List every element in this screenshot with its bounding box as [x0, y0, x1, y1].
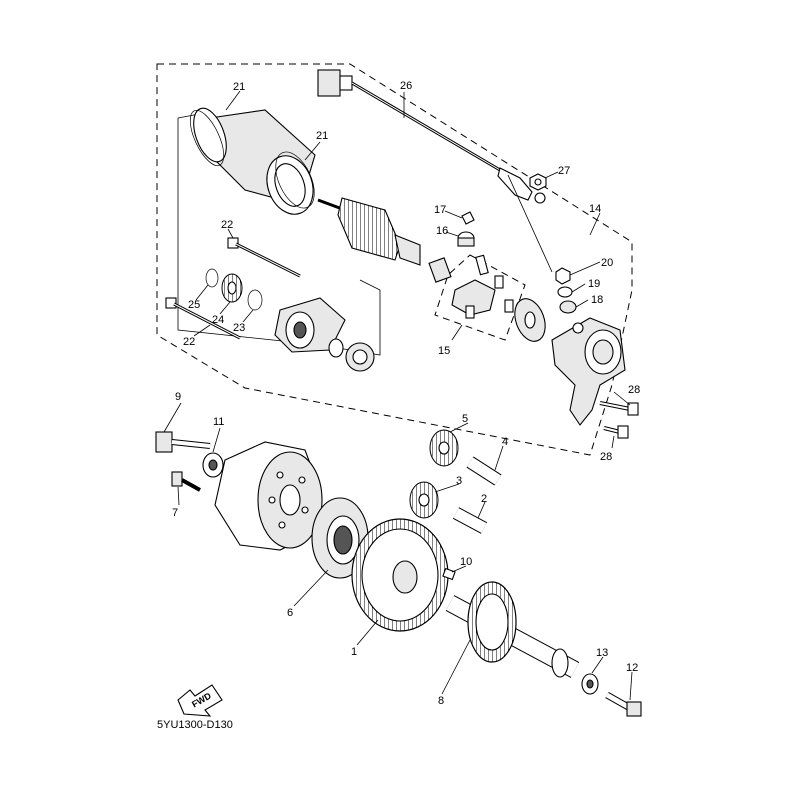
starter-assembly-boundary [156, 63, 633, 456]
label-21a: 21 [233, 81, 245, 93]
drive-shaft-8 [445, 581, 580, 678]
label-14: 14 [589, 203, 601, 215]
label-4: 4 [502, 436, 508, 448]
washer-small [328, 338, 344, 358]
label-23: 23 [233, 322, 245, 334]
label-20: 20 [601, 257, 613, 269]
insulator-16 [457, 231, 475, 247]
washer-18 [559, 300, 577, 314]
front-end-cover [274, 297, 346, 353]
o-ring-23 [247, 289, 263, 311]
fwd-arrow-icon: FWD [177, 684, 223, 717]
armature [317, 197, 452, 283]
starter-yoke [193, 107, 316, 215]
label-26: 26 [400, 80, 412, 92]
label-11: 11 [213, 416, 224, 428]
starter-cable [317, 69, 553, 273]
through-bolt-22-lower [165, 297, 241, 340]
shaft-4 [466, 456, 502, 486]
washer-13 [581, 673, 599, 695]
label-8: 8 [438, 695, 444, 707]
label-27: 27 [558, 165, 570, 177]
bolt-7 [171, 471, 201, 492]
label-3: 3 [456, 475, 462, 487]
label-21b: 21 [316, 130, 328, 142]
label-17: 17 [434, 204, 446, 216]
nut-27 [529, 173, 547, 191]
bolt-12 [605, 691, 642, 717]
leader-lines [163, 90, 633, 701]
label-25: 25 [188, 299, 200, 311]
label-1: 1 [351, 646, 357, 658]
label-19: 19 [588, 278, 600, 290]
label-7: 7 [172, 507, 178, 519]
label-13: 13 [596, 647, 608, 659]
label-28b: 28 [600, 451, 612, 463]
rear-cover-14 [551, 317, 626, 426]
label-12: 12 [626, 662, 638, 674]
shaft-2 [452, 507, 488, 534]
label-22b: 22 [183, 336, 195, 348]
brush-holder-15 [451, 254, 514, 319]
label-9: 9 [175, 391, 181, 403]
pin-10 [442, 567, 456, 581]
o-ring-21-right [275, 151, 315, 209]
part-labels: 21 21 26 27 17 16 14 20 19 18 15 22 25 2… [172, 80, 640, 707]
small-gear-24 [221, 273, 243, 303]
starter-wheel-gear-1 [351, 518, 449, 632]
diagram-code: 5YU1300-D130 [157, 719, 233, 731]
nut-20 [555, 267, 571, 285]
bolt-9 [155, 431, 211, 453]
brush-assembly-boundary [434, 254, 526, 341]
label-6: 6 [287, 607, 293, 619]
label-18: 18 [591, 294, 603, 306]
bearing [345, 342, 375, 372]
washer-11 [202, 452, 224, 478]
bolt-28-lower [603, 425, 629, 439]
label-2: 2 [481, 493, 487, 505]
through-bolt-22-upper [227, 237, 301, 278]
circlip-25 [205, 268, 219, 288]
label-16: 16 [436, 225, 448, 237]
bolt-28-upper [599, 401, 639, 416]
idle-gear-5 [429, 429, 459, 467]
o-ring-21-left [189, 109, 225, 167]
label-24: 24 [212, 314, 224, 326]
clip-17 [461, 211, 475, 225]
label-22a: 22 [221, 219, 233, 231]
rear-plate [514, 298, 546, 342]
flywheel-rotor [214, 441, 323, 551]
label-5: 5 [462, 413, 468, 425]
washer-19 [557, 286, 573, 298]
label-28a: 28 [628, 384, 640, 396]
label-15: 15 [438, 345, 450, 357]
label-10: 10 [460, 556, 472, 568]
idle-gear-3 [409, 481, 439, 519]
